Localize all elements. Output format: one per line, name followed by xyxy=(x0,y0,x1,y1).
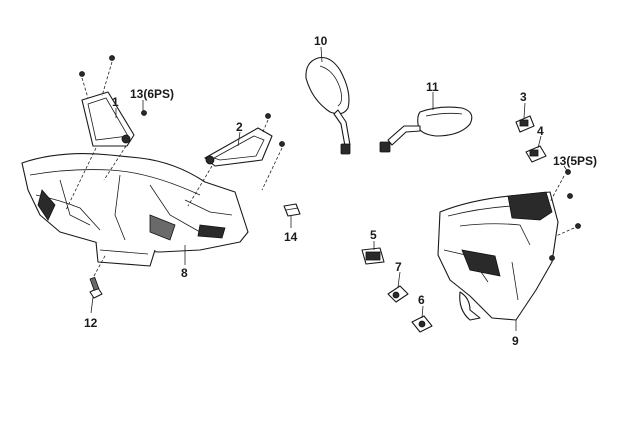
callout-4: 4 xyxy=(537,124,544,138)
connector-part-5 xyxy=(361,247,385,265)
callout-6: 6 xyxy=(418,293,425,307)
switch-part-4 xyxy=(525,145,547,163)
handlebar-rear-cover xyxy=(437,191,559,321)
right-mirror xyxy=(379,106,473,153)
right-turn-lamp xyxy=(204,127,273,167)
switch-part-7 xyxy=(387,285,409,303)
callout-3: 3 xyxy=(520,90,527,104)
callout-5: 5 xyxy=(370,228,377,242)
callout-9: 9 xyxy=(512,334,519,348)
switch-part-3 xyxy=(515,115,535,133)
callout-labels: 1 13(6PS) 2 10 11 3 4 13(5PS) 14 5 7 8 6… xyxy=(84,34,597,348)
left-mirror xyxy=(305,56,351,155)
assembly-lines xyxy=(65,61,575,277)
callout-13-6ps: 13(6PS) xyxy=(130,87,174,101)
switch-part-6 xyxy=(411,315,433,333)
left-turn-lamp xyxy=(81,91,135,147)
callout-14: 14 xyxy=(284,230,298,244)
callout-8: 8 xyxy=(181,266,188,280)
clip-part-14 xyxy=(283,203,301,217)
callout-13-5ps: 13(5PS) xyxy=(553,154,597,168)
handlebar-front-cover xyxy=(21,153,249,267)
callout-2: 2 xyxy=(236,120,243,134)
callout-10: 10 xyxy=(314,34,328,48)
callout-12: 12 xyxy=(84,316,98,330)
callout-7: 7 xyxy=(395,260,402,274)
screws-13-left xyxy=(79,55,285,147)
callout-1: 1 xyxy=(112,95,119,109)
bolt-part-12 xyxy=(89,276,103,299)
callout-11: 11 xyxy=(426,80,439,94)
leader-lines xyxy=(90,46,569,331)
